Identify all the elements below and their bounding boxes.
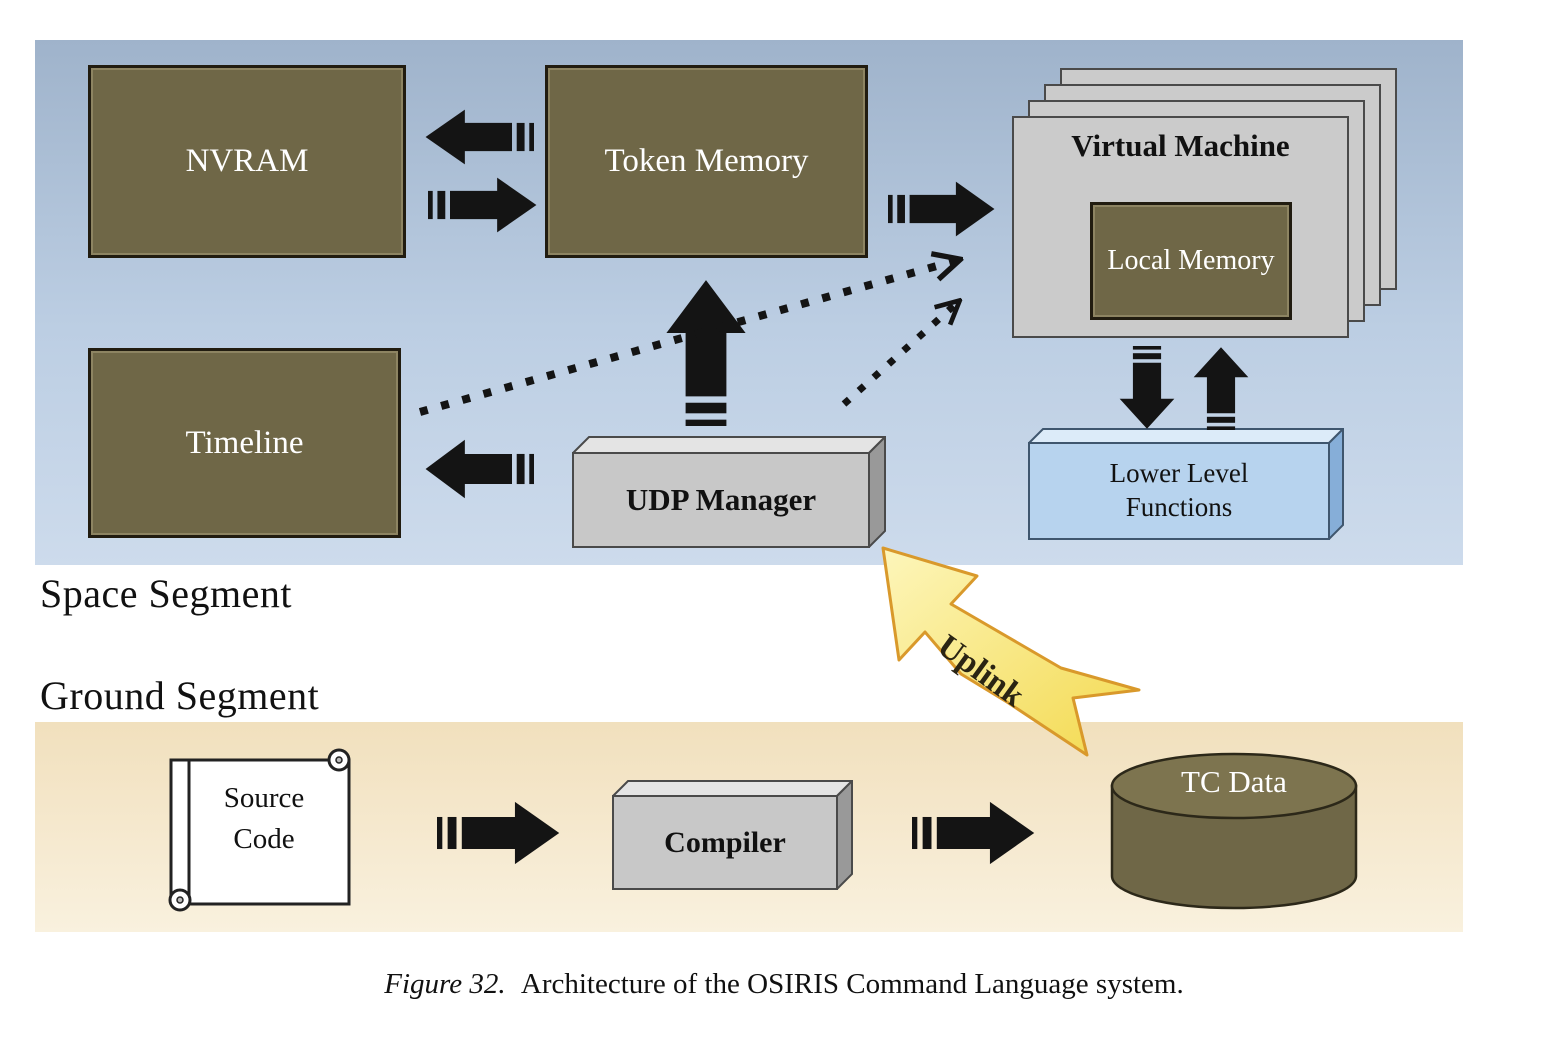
lower-level-3d-shape [1026,426,1346,542]
timeline-label: Timeline [185,424,304,461]
space-segment-label: Space Segment [40,571,292,616]
udp-manager-label: UDP Manager [625,481,817,517]
arrow-udp-to-timeline-icon [425,439,534,499]
token-memory-label: Token Memory [604,143,809,179]
lower-level-functions-box [1026,426,1346,545]
figure-caption: Figure 32. Architecture of the OSIRIS Co… [0,968,1568,1001]
local-memory-label: Local Memory [1107,245,1275,277]
arrow-compiler-to-tcdata-icon [912,801,1035,865]
virtual-machine-box: Virtual Machine Local Memory [1012,116,1349,338]
tc-data-cylinder-icon [1110,752,1358,910]
caption-figure-number: Figure 32. [384,968,506,1000]
arrow-lower-to-vm-icon [1193,347,1249,430]
ground-segment-label: Ground Segment [40,673,320,718]
token-memory-box: Token Memory [545,65,868,258]
arrow-token-to-vm-icon [888,181,995,237]
compiler-box [610,778,855,895]
arrow-vm-to-lower-icon [1119,346,1175,429]
lower-level-functions-label: Lower Level Functions [1109,458,1249,522]
compiler-label: Compiler [664,825,786,859]
nvram-box: NVRAM [88,65,406,258]
source-code-label: Source Code [223,782,305,855]
arrow-nvram-to-token-icon [428,177,537,233]
udp-manager-box [570,434,888,553]
caption-text: Architecture of the OSIRIS Command Langu… [520,968,1184,1000]
arrow-udp-to-token-icon [666,280,746,426]
arrow-token-to-nvram-icon [425,109,534,165]
source-code-scroll-icon [168,748,351,912]
virtual-machine-stack: Virtual Machine Local Memory [1012,68,1397,338]
arrow-source-to-compiler-icon [437,801,560,865]
tc-data-label: TC Data [1181,764,1287,799]
virtual-machine-label: Virtual Machine [1071,128,1290,163]
compiler-3d-shape [610,778,855,892]
local-memory-box: Local Memory [1090,202,1292,320]
uplink-arrow-icon [881,546,1141,757]
timeline-box: Timeline [88,348,401,538]
udp-manager-3d-shape [570,434,888,550]
nvram-label: NVRAM [185,143,309,179]
